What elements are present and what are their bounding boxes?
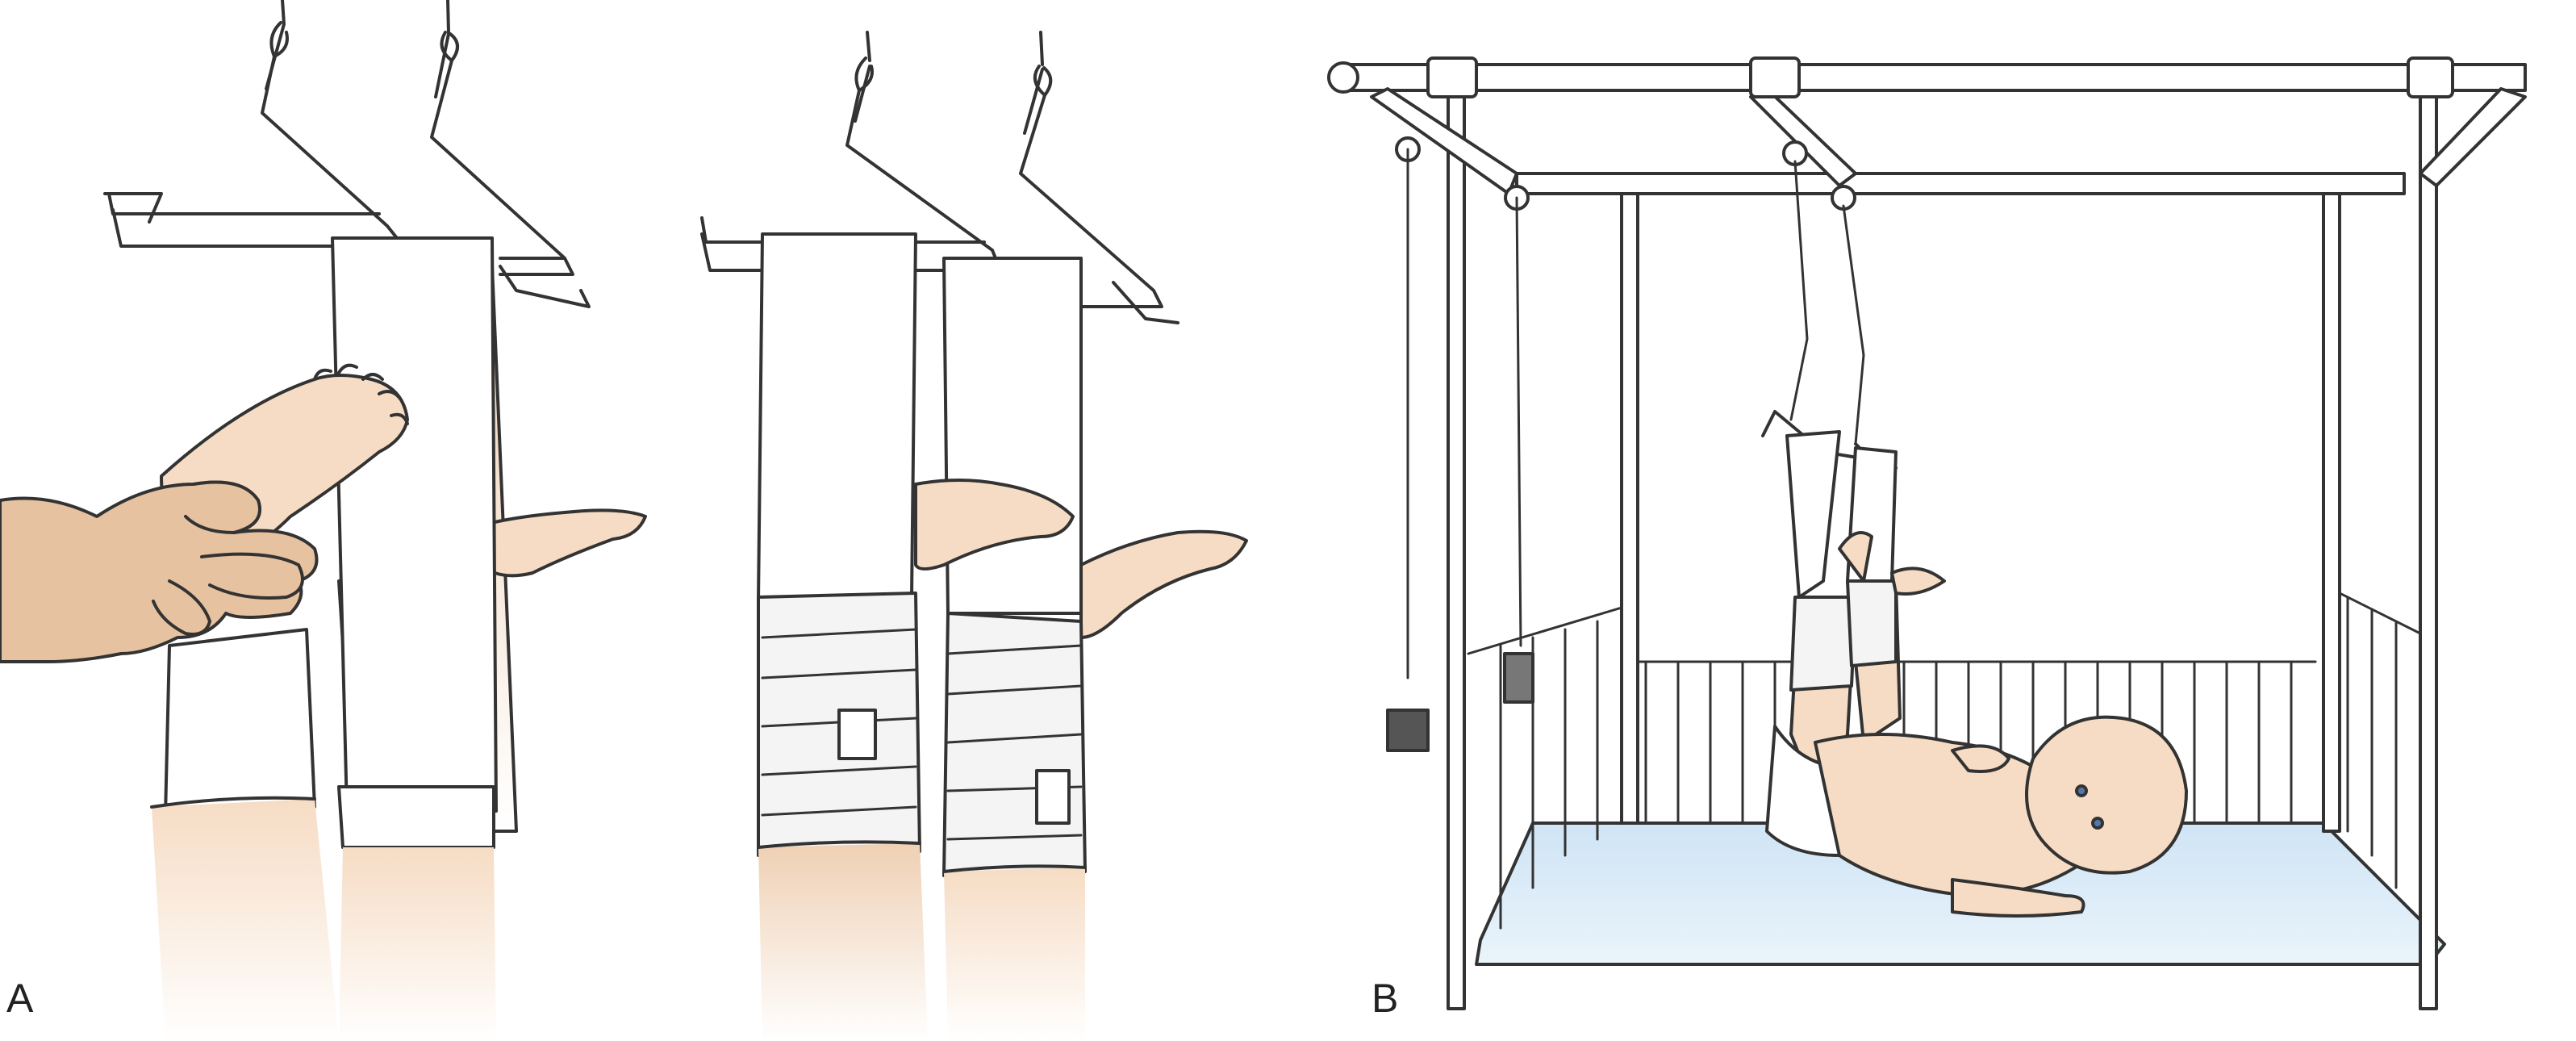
rope: [854, 31, 874, 123]
baby-foot: [1838, 531, 1873, 583]
frame-joint: [1426, 56, 1478, 98]
frame-bar-back: [1515, 172, 2406, 195]
rear-leg-edge: [942, 864, 1087, 873]
adhesive-strip: [331, 236, 498, 813]
frame-joint: [1749, 56, 1801, 98]
frame-post: [2419, 79, 2438, 1010]
frame-post: [2322, 192, 2341, 833]
held-leg-edge: [150, 796, 316, 809]
weight-cord: [1406, 148, 1522, 679]
wire-hook: [499, 265, 591, 308]
wire-hook: [1019, 94, 1163, 308]
finger: [184, 480, 261, 534]
frame-end-cap: [1327, 61, 1359, 94]
leg-bandage: [1846, 579, 1898, 667]
frame-bar-side: [1370, 87, 1518, 195]
baby-foot: [1890, 566, 1946, 596]
adhesive-strip: [942, 257, 1083, 615]
rear-foot: [478, 508, 647, 578]
baby-eye: [2075, 784, 2088, 797]
adhesive-strip: [757, 232, 917, 603]
baby-arm: [1951, 878, 2085, 918]
frame-bar-diagonal: [1749, 87, 1857, 187]
baby-arm: [1951, 744, 2010, 773]
rear-leg-lower: [944, 868, 1085, 1041]
baby-head: [2025, 715, 2188, 875]
bandage-lines: [946, 644, 1083, 841]
thumb: [152, 579, 211, 636]
leg-lower: [339, 847, 496, 1041]
wire-hook: [430, 59, 574, 276]
frame-post: [1447, 95, 1466, 1010]
bandage-clip: [1035, 769, 1071, 825]
wire-hook: [107, 55, 405, 248]
panel-a-right-scene: [700, 31, 1248, 1041]
wire-hook: [1112, 281, 1179, 324]
traction-cord: [1789, 160, 1865, 445]
front-leg-lower: [758, 843, 928, 1041]
weight: [1503, 652, 1534, 704]
toes: [313, 363, 409, 425]
weight: [1386, 709, 1430, 752]
finger: [200, 552, 304, 600]
panel-b-scene: [1327, 56, 2527, 1010]
panel-label-b: B: [1372, 976, 1399, 1021]
crib-slats-right: [2330, 587, 2430, 922]
frame-bar-side: [2419, 87, 2527, 187]
baby-eye: [2091, 817, 2104, 830]
bandage-clip: [837, 709, 877, 760]
strip-cuff: [337, 785, 495, 849]
crib-slats-left: [1467, 604, 1631, 930]
wire-hook: [103, 192, 163, 224]
frame-post: [1620, 192, 1639, 825]
front-leg-edge: [757, 840, 921, 849]
rear-foot: [1079, 529, 1248, 639]
panel-a-left-scene: [0, 0, 647, 1041]
frame-joint: [2407, 56, 2454, 98]
middle-foot: [914, 479, 1075, 571]
panel-label-a: A: [6, 976, 34, 1021]
held-leg: [164, 628, 316, 817]
adhesive-strip: [1785, 430, 1841, 599]
leg-bandage: [1789, 596, 1857, 692]
frame-bar-front: [1338, 63, 2527, 92]
held-leg-lower: [152, 799, 339, 1041]
